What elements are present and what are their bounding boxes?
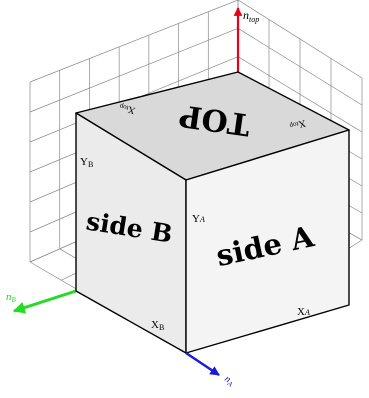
x-top-label-left: Xtop bbox=[118, 101, 137, 116]
side-a-face bbox=[185, 129, 350, 354]
grid-line bbox=[237, 56, 363, 133]
normal-b-label: nB bbox=[6, 291, 17, 304]
normal-a-arrow bbox=[185, 352, 220, 376]
grid-line bbox=[29, 28, 239, 113]
y-b-label: YB bbox=[80, 156, 93, 169]
normal-b-arrow bbox=[12, 289, 77, 314]
y-a-label: YA bbox=[192, 213, 205, 225]
normal-a-label: nA bbox=[222, 373, 237, 389]
x-a-label: XA bbox=[297, 306, 310, 318]
x-top-label-right: Xtop bbox=[288, 117, 307, 132]
grid-line bbox=[29, 0, 239, 83]
normal-top-label: ntop bbox=[243, 8, 259, 24]
grid-line bbox=[237, 0, 363, 79]
x-b-label: XB bbox=[151, 319, 164, 332]
grid-line bbox=[237, 28, 363, 106]
